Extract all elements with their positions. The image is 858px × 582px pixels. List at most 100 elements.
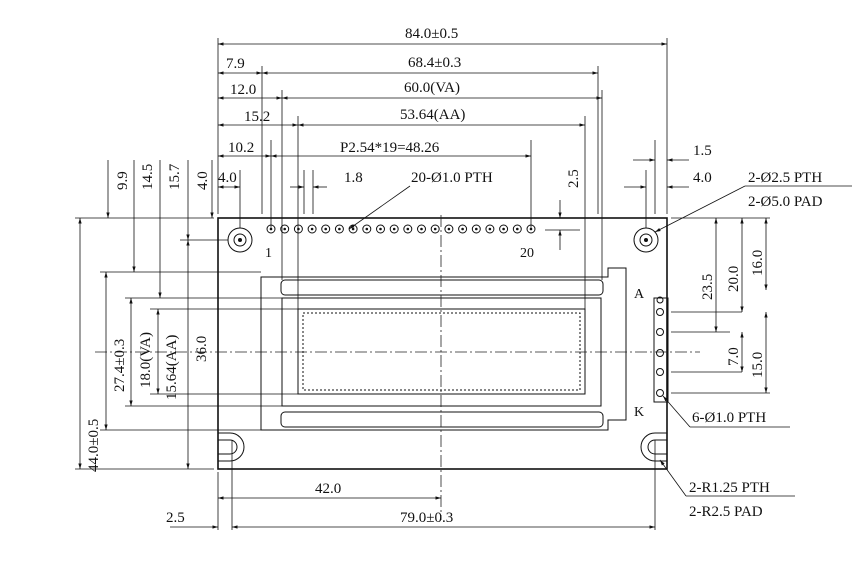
- dim-36-text: 36.0: [194, 336, 210, 362]
- pin-hole-center: [475, 227, 478, 231]
- pin-1-label: 1: [265, 246, 272, 261]
- dim-4-0-left-text: 4.0: [218, 170, 237, 186]
- dim-27-4-text: 27.4±0.3: [112, 339, 128, 392]
- dim-pitch-text: P2.54*19=48.26: [340, 140, 440, 156]
- pin-hole: [499, 224, 509, 234]
- dim-vertical-left: [78, 160, 214, 469]
- dim-20-text: 20.0: [726, 266, 742, 292]
- pin-hole-center: [379, 227, 382, 231]
- callout-slot-pad: 2-R2.5 PAD: [689, 504, 763, 520]
- dim-2-5-top-text: 2.5: [566, 169, 582, 188]
- dim-vertical-right: [714, 218, 768, 393]
- pin-hole-center: [297, 227, 300, 231]
- dim-14-5-text: 14.5: [140, 164, 156, 190]
- pin-hole-center: [269, 227, 273, 231]
- callout-slot-pth: 2-R1.25 PTH: [689, 480, 770, 496]
- dim-1-5-text: 1.5: [693, 143, 712, 159]
- dim-pad-span-text: 68.4±0.3: [408, 55, 461, 71]
- extension-lines-right: [671, 217, 770, 394]
- dim-7-9-text: 7.9: [226, 56, 245, 72]
- dim-18-text: 18.0(VA): [138, 332, 154, 388]
- callout-mount-pth: 2-Ø2.5 PTH: [748, 170, 822, 186]
- pin-hole: [403, 224, 413, 234]
- callout-mount-holes: [654, 185, 852, 233]
- callout-mount-pad: 2-Ø5.0 PAD: [748, 194, 823, 210]
- mounting-hole-left: [227, 227, 253, 253]
- pin-hole-center: [392, 227, 396, 231]
- dim-7-text: 7.0: [726, 347, 742, 366]
- pin-hole-center: [283, 227, 287, 231]
- mounting-hole-right: [633, 227, 659, 253]
- dim-12-0-text: 12.0: [230, 82, 256, 98]
- dim-bottom: [170, 496, 655, 529]
- pth-leader: [348, 185, 411, 230]
- pin-hole-center: [310, 227, 314, 231]
- pin-hole: [307, 224, 317, 234]
- dim-2-5-top: [545, 200, 580, 250]
- dim-23-5-text: 23.5: [700, 274, 716, 300]
- center-lines: [95, 215, 700, 520]
- dim-9-9-text: 9.9: [115, 171, 131, 190]
- pin-hole-center: [324, 227, 328, 231]
- pin-hole-center: [351, 227, 355, 231]
- extension-lines-left: [75, 217, 298, 470]
- dim-small-top: [218, 158, 689, 189]
- pin-hole-center: [447, 227, 451, 231]
- callout-led-pins: [662, 395, 790, 428]
- dim-aa-width-text: 53.64(AA): [400, 107, 465, 123]
- pin-hole-center: [502, 227, 505, 231]
- dim-44-text: 44.0±0.5: [86, 419, 102, 472]
- dim-16-text: 16.0: [750, 250, 766, 276]
- pin-hole: [512, 224, 522, 234]
- pin-hole-center: [420, 227, 423, 231]
- callout-led-pth: 6-Ø1.0 PTH: [692, 410, 766, 426]
- dim-4-0-vert-text: 4.0: [195, 171, 211, 190]
- lcd-bezel: [260, 267, 627, 431]
- pin-hole-center: [529, 227, 533, 231]
- dim-10-2-text: 10.2: [228, 140, 254, 156]
- pin-hole-center: [433, 227, 437, 231]
- pin-hole: [458, 224, 468, 234]
- dim-va-width-text: 60.0(VA): [404, 80, 460, 96]
- pin-hole: [417, 224, 426, 234]
- cathode-label: K: [634, 405, 644, 420]
- pin-hole-center: [516, 227, 519, 231]
- slot-right: [640, 432, 667, 462]
- callout-slots: [659, 459, 795, 497]
- pin-hole: [485, 224, 495, 234]
- pin-hole: [321, 224, 331, 234]
- pin-hole-center: [365, 227, 369, 231]
- dim-42-text: 42.0: [315, 481, 341, 497]
- dim-4-0-right-text: 4.0: [693, 170, 712, 186]
- pin-hole-center: [406, 227, 410, 231]
- pth-label-text: 20-Ø1.0 PTH: [411, 170, 493, 186]
- dim-2-5-bottom-text: 2.5: [166, 510, 185, 526]
- pin-hole: [471, 224, 481, 234]
- pin-hole: [280, 224, 290, 234]
- led-pin-block: [653, 296, 669, 403]
- dim-15-2-text: 15.2: [244, 109, 270, 125]
- pin-hole-center: [461, 227, 464, 231]
- dim-1-8-text: 1.8: [344, 170, 363, 186]
- dim-overall-width-text: 84.0±0.5: [405, 26, 458, 42]
- anode-label: A: [634, 287, 645, 302]
- pin-hole: [430, 224, 440, 234]
- dim-79-text: 79.0±0.3: [400, 510, 453, 526]
- pin-hole: [389, 224, 399, 234]
- pin-hole: [444, 224, 454, 234]
- pin-hole: [376, 224, 385, 234]
- pin-hole-center: [338, 227, 341, 231]
- pin-header-row: [266, 224, 536, 234]
- dim-15-7-text: 15.7: [167, 163, 183, 190]
- pin-hole: [334, 224, 344, 234]
- active-area: [297, 308, 586, 395]
- pin-20-label: 20: [520, 246, 534, 261]
- pcb-outline: [217, 217, 668, 470]
- dim-15-text: 15.0: [750, 352, 766, 378]
- slot-left: [218, 432, 245, 462]
- pin-hole: [362, 224, 372, 234]
- dim-15-64-text: 15.64(AA): [164, 335, 180, 400]
- pin-hole-center: [488, 227, 492, 231]
- extension-lines-bottom: [217, 440, 656, 530]
